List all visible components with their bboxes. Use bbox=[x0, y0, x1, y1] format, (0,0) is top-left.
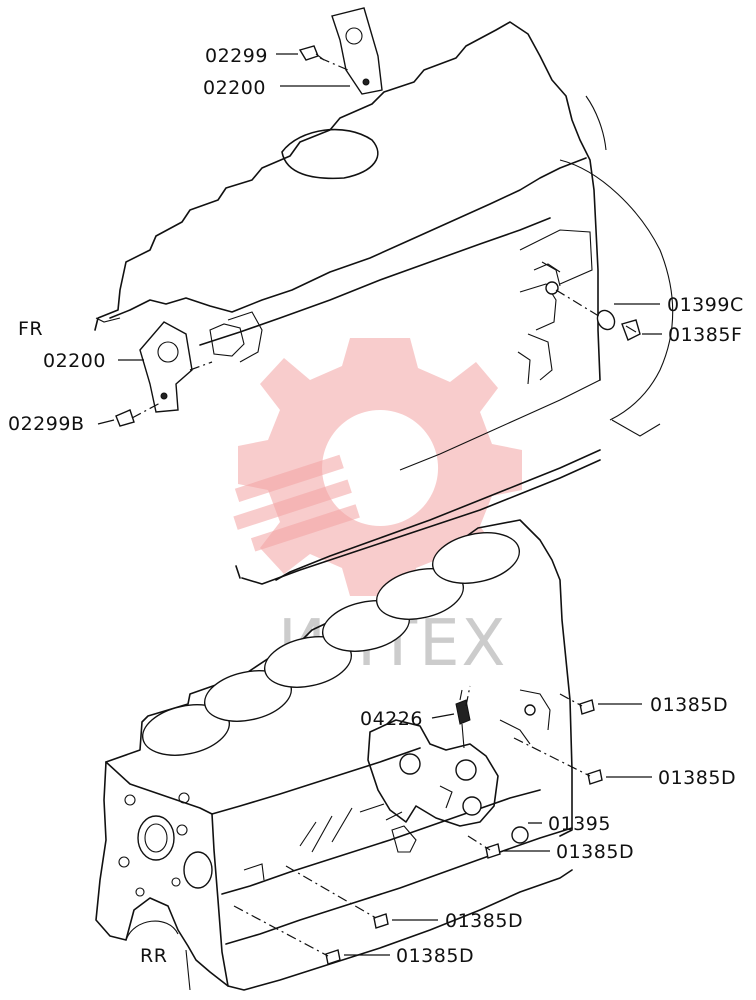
callout-01385d-1: 01385D bbox=[650, 694, 728, 716]
oring-01399c-icon bbox=[596, 309, 616, 331]
assembly-lines bbox=[131, 57, 603, 957]
callout-01385d-5: 01385D bbox=[396, 945, 474, 967]
watermark-gear-icon bbox=[233, 338, 522, 596]
callout-01385d-2: 01385D bbox=[658, 767, 736, 789]
oring-01395-icon bbox=[511, 826, 529, 844]
callout-01385f: 01385F bbox=[668, 324, 742, 346]
callout-01385d-3: 01385D bbox=[556, 841, 634, 863]
callout-04226: 04226 bbox=[360, 708, 423, 730]
bracket-part-front bbox=[139, 321, 193, 413]
callout-02299: 02299 bbox=[205, 45, 268, 67]
callout-labels: 02299 02200 02200 02299B 01399C 01385F 0… bbox=[8, 45, 744, 967]
plug-01385f-icon bbox=[621, 319, 641, 341]
cylinder-block bbox=[95, 519, 573, 991]
callout-02200-top: 02200 bbox=[203, 77, 266, 99]
callout-01399c: 01399C bbox=[667, 294, 744, 316]
callout-02299b: 02299B bbox=[8, 413, 84, 435]
front-indicator: FR bbox=[18, 318, 43, 340]
bolt-02299b-icon bbox=[115, 409, 135, 427]
cylinder-head bbox=[94, 21, 674, 585]
callout-01395: 01395 bbox=[548, 813, 611, 835]
bracket-part-rear bbox=[331, 7, 383, 95]
callout-01385d-4: 01385D bbox=[445, 910, 523, 932]
callout-02200-front: 02200 bbox=[43, 350, 106, 372]
rear-indicator: RR bbox=[140, 945, 167, 967]
plug-01385d-icons bbox=[325, 699, 603, 965]
leader-lines bbox=[97, 53, 662, 956]
